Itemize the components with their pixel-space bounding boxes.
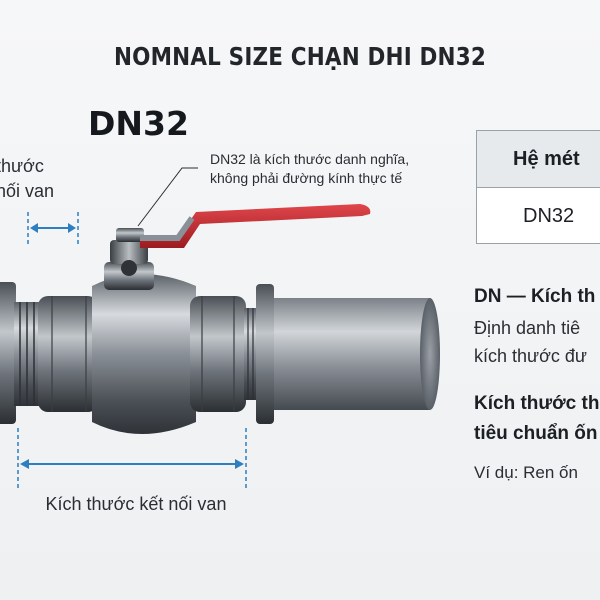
callout-leader-line <box>137 167 198 227</box>
valve-stem <box>104 228 154 290</box>
metric-table-value: DN32 <box>523 205 575 227</box>
handle-lever <box>140 204 371 248</box>
left-flange <box>0 282 40 424</box>
side-heading-2b: tiêu chuẩn ốn <box>474 423 598 444</box>
left-label-line-1: thước <box>0 156 44 176</box>
side-heading-2a: Kích thước th <box>474 393 600 414</box>
right-pipe <box>258 298 440 410</box>
side-line-2: kích thước đư <box>474 346 587 366</box>
valve-body <box>38 274 274 434</box>
diagram-title: NOMNAL SIZE CHẠN DHI DN32 <box>113 42 487 71</box>
left-dimension-label: thước nối van <box>0 154 56 204</box>
metric-table-header: Hệ mét <box>477 131 600 188</box>
connection-size-label: Kích thước kết nối van <box>45 494 227 514</box>
side-line-1: Định danh tiê <box>474 318 581 338</box>
left-label-line-2: nối van <box>0 181 55 201</box>
callout-line-2: không phải đường kính thực tế <box>210 170 403 186</box>
side-example: Ví dụ: Ren ốn <box>474 463 578 482</box>
metric-table: Hệ mét DN32 <box>476 130 600 244</box>
bottom-dimension-arrow <box>17 428 247 488</box>
callout-line-1: DN32 là kích thước danh nghĩa, <box>210 151 410 167</box>
callout-note: DN32 là kích thước danh nghĩa, không phả… <box>210 150 460 188</box>
side-heading-dn: DN — Kích th <box>474 286 596 307</box>
top-dimension-arrow <box>27 212 79 246</box>
dn-size-label: DN32 <box>88 104 189 143</box>
